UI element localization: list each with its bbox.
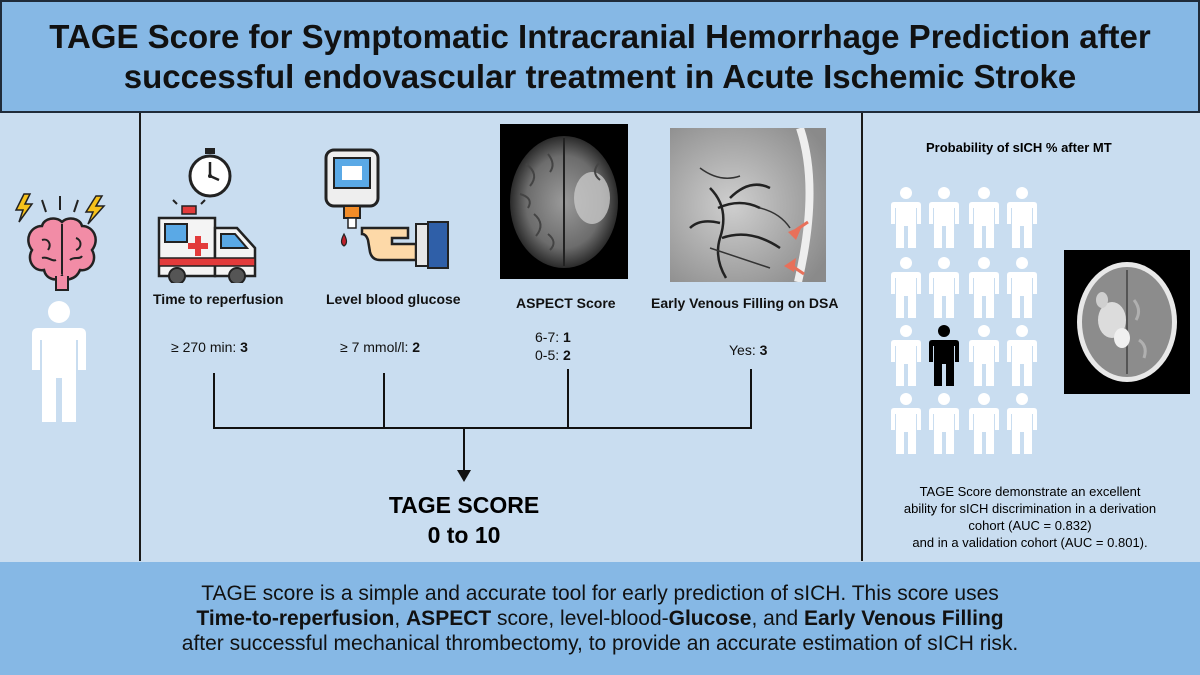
footer-line-2: Time-to-reperfusion, ASPECT score, level… (196, 607, 1004, 630)
criterion-label-evf: Early Venous Filling on DSA (651, 295, 839, 311)
title-line-1: TAGE Score for Symptomatic Intracranial … (49, 17, 1151, 55)
footer-line-3: after successful mechanical thrombectomy… (181, 632, 1019, 655)
mri-brain-image (500, 124, 628, 279)
probability-title: Probability of sICH % after MT (926, 140, 1112, 155)
connector-horizontal (213, 427, 752, 429)
title-line-2: successful endovascular treatment in Acu… (123, 57, 1077, 95)
criterion-value-aspect-1: 6-7: 1 (535, 329, 571, 345)
brain-icon (14, 193, 106, 291)
ct-hemorrhage-image (1064, 250, 1190, 394)
person-icon (32, 301, 86, 422)
summary-text: TAGE Score demonstrate an excellent abil… (903, 484, 1157, 550)
criterion-label-time: Time to reperfusion (153, 291, 284, 307)
ambulance-icon (157, 148, 257, 283)
blood-drop-icon (340, 232, 348, 247)
connector-time (213, 373, 215, 429)
footer-line-1: TAGE score is a simple and accurate tool… (201, 582, 999, 605)
connector-glucose (383, 373, 385, 429)
connector-aspect (567, 369, 569, 429)
total-score-range: 0 to 10 (427, 522, 501, 548)
people-grid (891, 187, 1037, 454)
divider-left (139, 113, 141, 561)
criterion-value-aspect-2: 0-5: 2 (535, 347, 571, 363)
divider-right (861, 113, 863, 561)
header-banner: TAGE Score for Symptomatic Intracranial … (0, 0, 1200, 113)
footer-banner: TAGE score is a simple and accurate tool… (0, 562, 1200, 675)
criterion-label-glucose: Level blood glucose (326, 291, 461, 307)
total-score-title: TAGE SCORE (388, 492, 540, 518)
criterion-value-evf: Yes: 3 (729, 342, 768, 358)
arrow-down-icon (457, 470, 471, 482)
criterion-value-time: ≥ 270 min: 3 (171, 339, 248, 355)
criterion-label-aspect: ASPECT Score (516, 295, 616, 311)
connector-evf (750, 369, 752, 429)
connector-down (463, 429, 465, 473)
glucometer-icon (324, 148, 449, 269)
dsa-angiogram-image (670, 128, 826, 282)
criterion-value-glucose: ≥ 7 mmol/l: 2 (340, 339, 421, 355)
stopwatch-icon (188, 148, 232, 198)
hand-icon (360, 221, 449, 269)
